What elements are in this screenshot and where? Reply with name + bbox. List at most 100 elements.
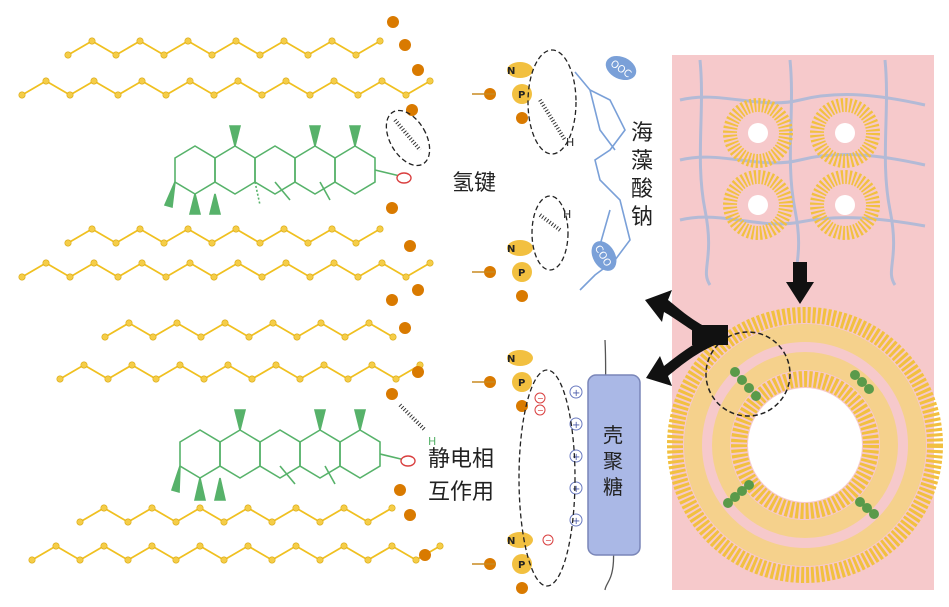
lipid-tail-atom bbox=[138, 77, 146, 85]
liposome-panel bbox=[667, 55, 943, 590]
lipid-tail-atom bbox=[316, 518, 324, 526]
nitrogen-label: N bbox=[507, 244, 515, 255]
lipid-tail-atom bbox=[388, 542, 396, 550]
lipid-tail-atom bbox=[352, 239, 360, 247]
lipid-tail-atom bbox=[352, 51, 360, 59]
glycerol-bead bbox=[412, 64, 424, 76]
lipid-tail-atom bbox=[436, 542, 444, 550]
lipid-tail-atom bbox=[320, 361, 328, 369]
lipid-tail-atom bbox=[114, 273, 122, 281]
lipid-tail-atom bbox=[330, 77, 338, 85]
lipid-tail-atom bbox=[172, 518, 180, 526]
alginate-h-label: H bbox=[566, 136, 574, 149]
lipid-tail-atom bbox=[76, 518, 84, 526]
electrostatic-highlight bbox=[518, 369, 576, 587]
positive-charge bbox=[569, 481, 583, 495]
lipid-tail-atom bbox=[328, 37, 336, 45]
lipid-tail-atom bbox=[186, 77, 194, 85]
lipid-tail-atom bbox=[256, 51, 264, 59]
glycerol-bead bbox=[399, 39, 411, 51]
lipid-tail-atom bbox=[66, 91, 74, 99]
lipid-tail-atom bbox=[268, 556, 276, 564]
head-group-0: NP bbox=[472, 62, 533, 124]
lipid-tail-atom bbox=[402, 273, 410, 281]
glycerol-bead bbox=[394, 484, 406, 496]
lipid-tail-atom bbox=[340, 504, 348, 512]
lipid-tail-atom bbox=[364, 518, 372, 526]
chitosan-positive-charges: +++++ bbox=[569, 385, 583, 527]
lipid-tail-atom bbox=[184, 37, 192, 45]
positive-charge-sign: + bbox=[572, 484, 580, 495]
lipid-tail-atom bbox=[18, 273, 26, 281]
lipid-tail-atom bbox=[354, 273, 362, 281]
lipid-tail-atom bbox=[258, 91, 266, 99]
lipid-tail-atom bbox=[184, 225, 192, 233]
lipid-tail-atom bbox=[258, 273, 266, 281]
lipid-tail-atom bbox=[56, 375, 64, 383]
glycerol-bead bbox=[406, 104, 418, 116]
lipid-tail-2 bbox=[67, 227, 381, 245]
lipid-tail-atom bbox=[341, 333, 349, 341]
lipid-tail-atom bbox=[224, 361, 232, 369]
lipid-tail-atom bbox=[200, 375, 208, 383]
svg-text:H: H bbox=[428, 435, 436, 448]
glycerol-bead bbox=[419, 549, 431, 561]
lipid-tail-atom bbox=[412, 556, 420, 564]
lipid-tail-atom bbox=[210, 91, 218, 99]
lipid-tail-atom bbox=[196, 542, 204, 550]
glycerol-bead bbox=[404, 240, 416, 252]
lipid-tail-atom bbox=[317, 319, 325, 327]
lipid-tail-atom bbox=[378, 77, 386, 85]
lipid-tail-atom bbox=[100, 504, 108, 512]
lipid-tail-atom bbox=[173, 319, 181, 327]
phosphorus-bead bbox=[512, 554, 532, 574]
lipid-tail-7 bbox=[31, 544, 441, 562]
lipid-tail-atom bbox=[162, 273, 170, 281]
alginate-carboxylate-groups: OOC COO H H bbox=[538, 55, 637, 271]
oxygen-bead bbox=[516, 400, 528, 412]
lipid-tail-atom bbox=[388, 504, 396, 512]
alginate-gel-network bbox=[679, 59, 926, 286]
lipid-tail-atom bbox=[114, 91, 122, 99]
lipid-tail-atom bbox=[280, 37, 288, 45]
phosphorus-bead bbox=[512, 84, 532, 104]
lipid-tail-atom bbox=[76, 556, 84, 564]
lipid-tail-atom bbox=[208, 239, 216, 247]
lipid-tail-atom bbox=[248, 375, 256, 383]
glycerol-bead bbox=[386, 388, 398, 400]
lipid-tail-atom bbox=[364, 556, 372, 564]
lipid-tail-atom bbox=[426, 77, 434, 85]
lipid-tail-atom bbox=[136, 37, 144, 45]
lipid-tail-atom bbox=[220, 518, 228, 526]
negative-charge-sign: − bbox=[545, 536, 552, 545]
phosphorus-bead bbox=[512, 262, 532, 282]
lipid-tail-atom bbox=[304, 51, 312, 59]
zoom-highlight-circle bbox=[705, 331, 791, 417]
lipid-tail-atom bbox=[52, 542, 60, 550]
glycerol-bead bbox=[386, 202, 398, 214]
glycerol-bead bbox=[387, 16, 399, 28]
lipid-tail-atom bbox=[392, 375, 400, 383]
lipid-tail-atom bbox=[376, 225, 384, 233]
lipid-tail-atom bbox=[220, 556, 228, 564]
lipid-tail-atom bbox=[101, 333, 109, 341]
svg-text:藻: 藻 bbox=[631, 149, 653, 174]
lipid-tail-atom bbox=[328, 225, 336, 233]
oxygen-bead bbox=[516, 290, 528, 302]
phosphorus-label: P bbox=[518, 378, 525, 389]
lipid-tail-atom bbox=[293, 333, 301, 341]
chitosan-bar bbox=[587, 374, 641, 556]
glycerol-bead bbox=[404, 509, 416, 521]
lipid-tail-atom bbox=[42, 259, 50, 267]
glycerol-bead bbox=[399, 322, 411, 334]
svg-text:海: 海 bbox=[631, 121, 653, 146]
glycerol-bead bbox=[386, 294, 398, 306]
lipid-tail-atom bbox=[124, 518, 132, 526]
svg-text:钠: 钠 bbox=[631, 205, 653, 230]
oxygen-bead bbox=[516, 112, 528, 124]
lipid-tail-atom bbox=[304, 239, 312, 247]
lipid-tail-atom bbox=[160, 239, 168, 247]
positive-charge-sign: + bbox=[572, 452, 580, 463]
